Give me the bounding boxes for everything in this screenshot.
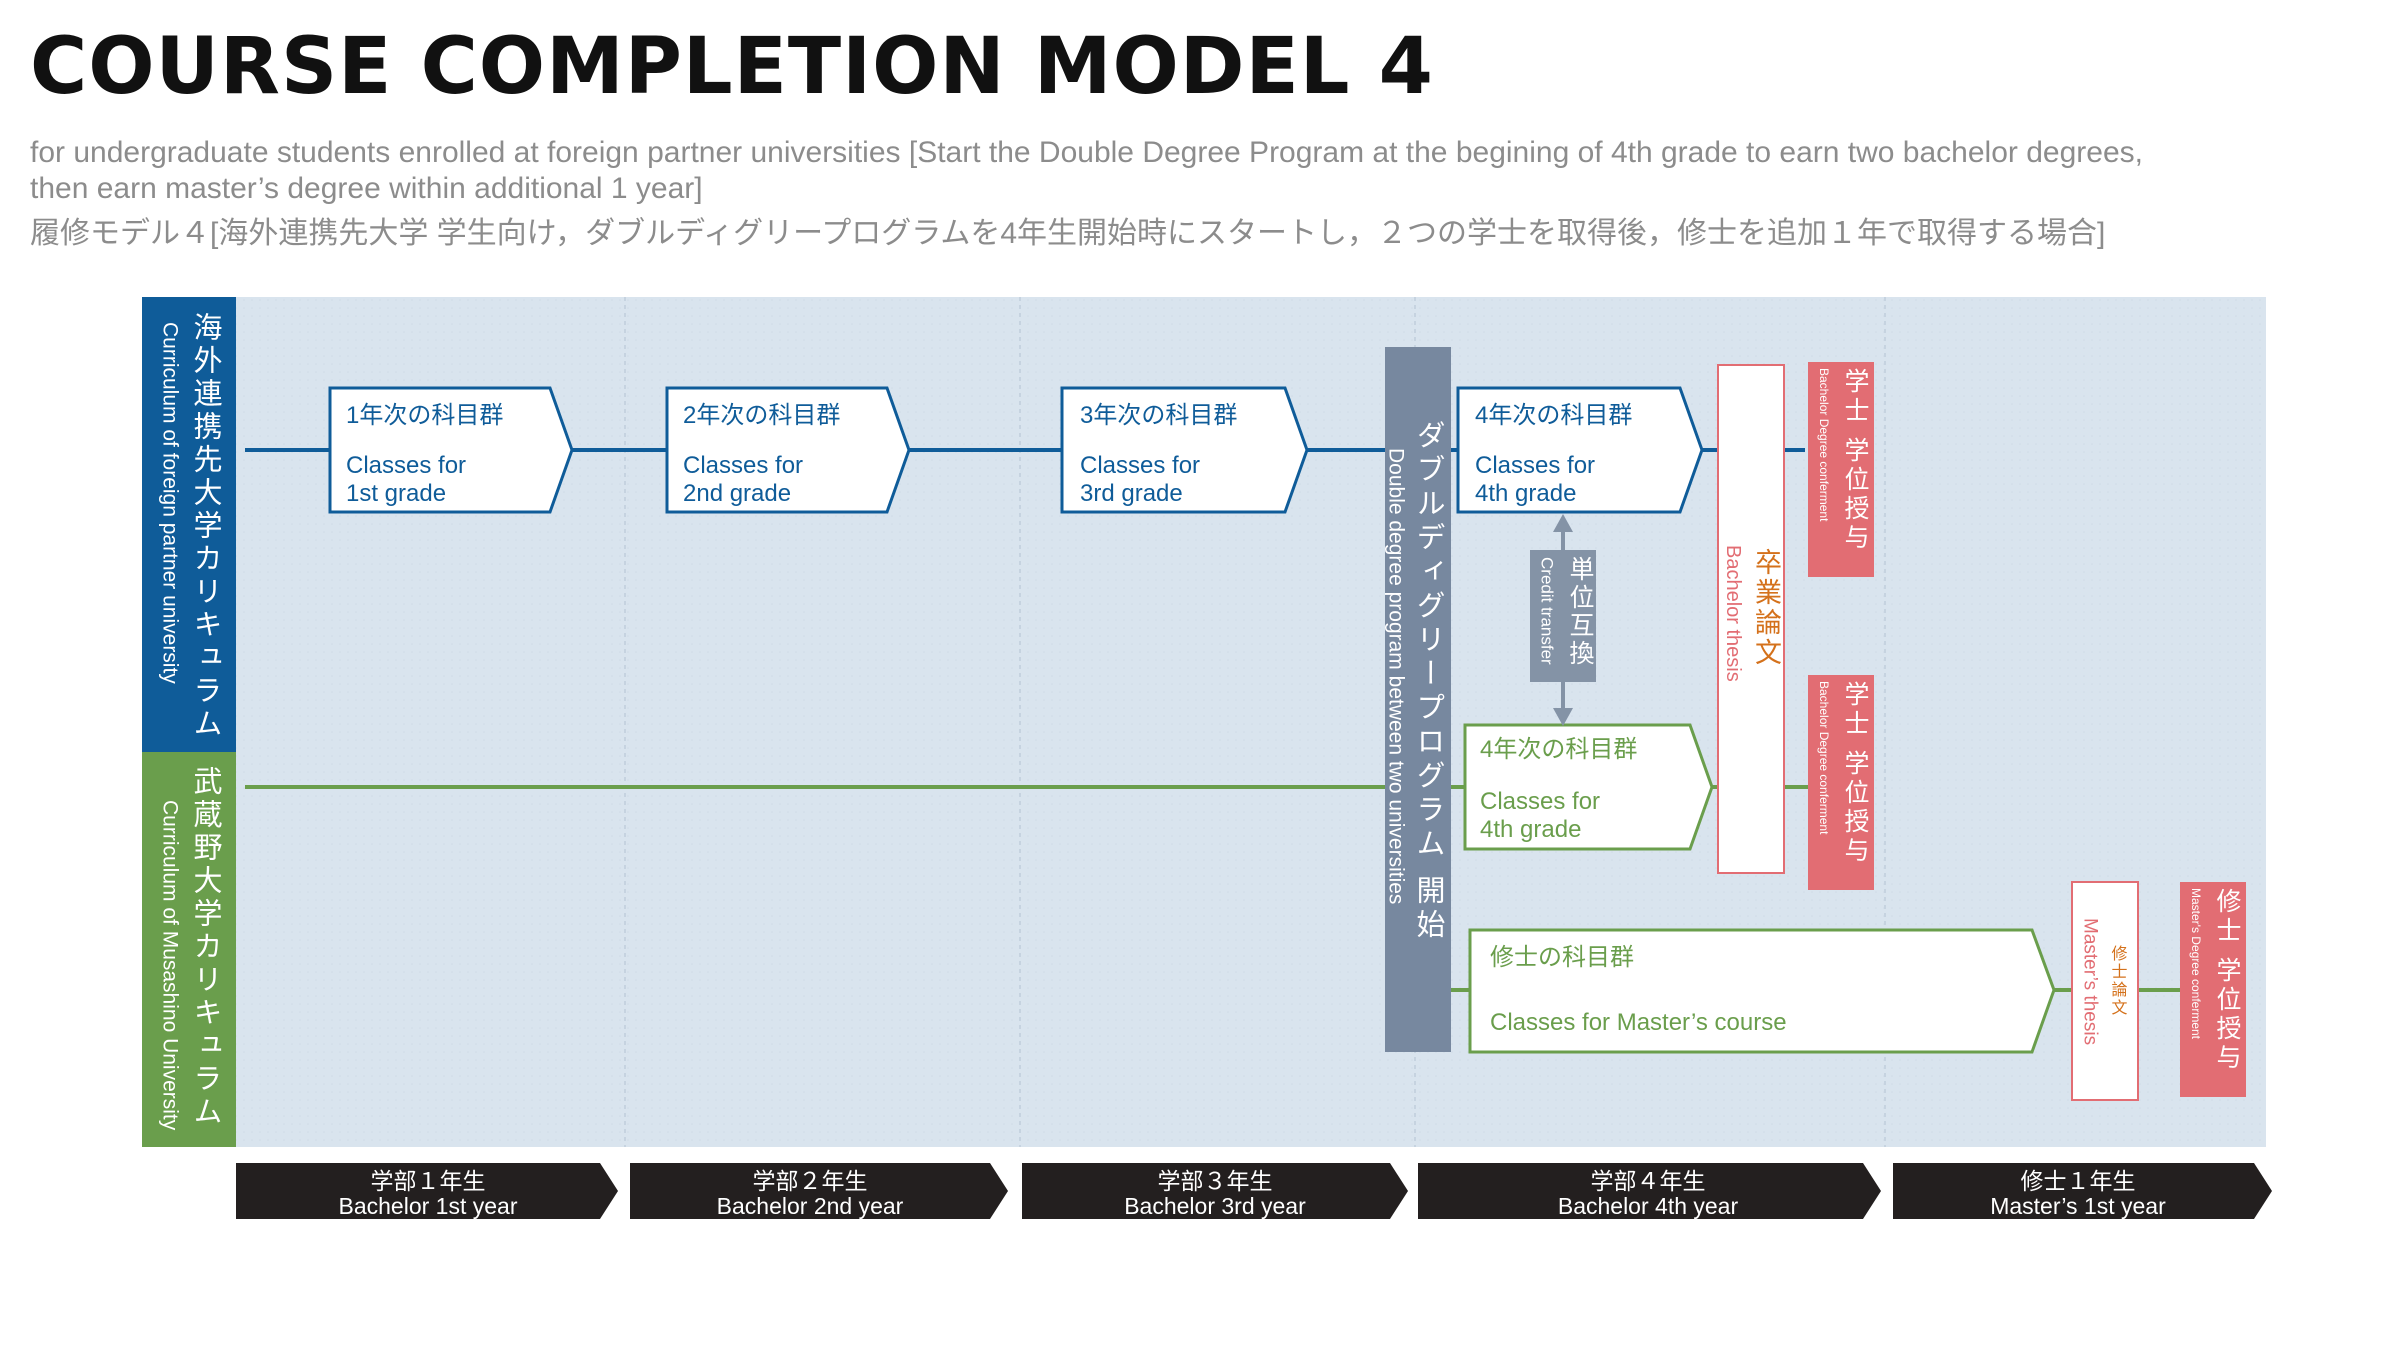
year-arrow-5: 修士１年生 Master’s 1st year bbox=[1893, 1163, 2272, 1219]
svg-text:4年次の科目群: 4年次の科目群 bbox=[1480, 736, 1637, 763]
class-box-3rd-grade: 3年次の科目群 Classes for 3rd grade bbox=[1060, 386, 1309, 514]
svg-text:Bachelor Degree conferment: Bachelor Degree conferment bbox=[1817, 368, 1831, 522]
page-title: COURSE COMPLETION MODEL 4 bbox=[30, 22, 1434, 112]
svg-text:Bachelor 2nd year: Bachelor 2nd year bbox=[717, 1193, 904, 1219]
svg-text:1年次の科目群: 1年次の科目群 bbox=[346, 402, 503, 429]
year-arrow-1: 学部１年生 Bachelor 1st year bbox=[236, 1163, 618, 1219]
subtitle-line2: then earn master’s degree within additio… bbox=[30, 172, 703, 205]
svg-text:Bachelor Degree conferment: Bachelor Degree conferment bbox=[1817, 681, 1831, 835]
svg-text:学部２年生: 学部２年生 bbox=[753, 1168, 868, 1194]
svg-text:4th grade: 4th grade bbox=[1480, 816, 1581, 843]
svg-text:4th grade: 4th grade bbox=[1475, 480, 1576, 507]
svg-text:1st grade: 1st grade bbox=[346, 480, 446, 507]
svg-text:Classes for: Classes for bbox=[1080, 452, 1200, 479]
svg-text:Classes for: Classes for bbox=[683, 452, 803, 479]
svg-text:修士１年生: 修士１年生 bbox=[2021, 1168, 2136, 1194]
svg-text:Bachelor 1st year: Bachelor 1st year bbox=[339, 1193, 518, 1219]
degree-musashino: 学士 学位授与 Bachelor Degree conferment bbox=[1808, 675, 1874, 890]
row-label-foreign-jp: 海外連携先大学カリキュラム bbox=[189, 312, 223, 741]
bachelor-thesis-jp: 卒業論文 bbox=[1751, 548, 1782, 668]
bachelor-thesis-en: Bachelor thesis bbox=[1722, 545, 1744, 682]
double-degree-bar: ダブルディグリープログラム 開始 Double degree program b… bbox=[1385, 347, 1451, 1052]
svg-text:学部３年生: 学部３年生 bbox=[1158, 1168, 1273, 1194]
subtitle-line1: for undergraduate students enrolled at f… bbox=[30, 136, 2143, 169]
svg-text:Bachelor 4th year: Bachelor 4th year bbox=[1558, 1193, 1739, 1219]
row-label-musashino: 武蔵野大学カリキュラム Curriculum of Musashino Univ… bbox=[142, 752, 236, 1147]
double-degree-en: Double degree program between two univer… bbox=[1385, 448, 1408, 904]
class-box-4th-grade-foreign: 4年次の科目群 Classes for 4th grade bbox=[1456, 386, 1704, 514]
master-thesis-jp: 修士論文 bbox=[2109, 945, 2128, 1017]
svg-text:2nd grade: 2nd grade bbox=[683, 480, 791, 507]
svg-text:Classes for Master’s course: Classes for Master’s course bbox=[1490, 1009, 1787, 1036]
credit-transfer-jp: 単位互換 bbox=[1566, 556, 1595, 668]
svg-text:修士 学位授与: 修士 学位授与 bbox=[2213, 888, 2242, 1073]
svg-text:Master’s 1st year: Master’s 1st year bbox=[1990, 1193, 2166, 1219]
svg-text:学士 学位授与: 学士 学位授与 bbox=[1841, 368, 1870, 553]
credit-transfer-en: Credit transfer bbox=[1538, 557, 1557, 665]
subtitle-japanese: 履修モデル４[海外連携先大学 学生向け，ダブルディグリープログラムを4年生開始時… bbox=[30, 217, 2106, 250]
svg-text:2年次の科目群: 2年次の科目群 bbox=[683, 402, 840, 429]
svg-text:学士 学位授与: 学士 学位授与 bbox=[1841, 681, 1870, 866]
svg-text:3年次の科目群: 3年次の科目群 bbox=[1080, 402, 1237, 429]
class-box-1st-grade: 1年次の科目群 Classes for 1st grade bbox=[328, 386, 574, 514]
row-label-musashino-en: Curriculum of Musashino University bbox=[159, 800, 182, 1131]
double-degree-jp: ダブルディグリープログラム 開始 bbox=[1412, 420, 1445, 944]
credit-transfer: 単位互換 Credit transfer bbox=[1530, 514, 1596, 726]
svg-text:Bachelor 3rd year: Bachelor 3rd year bbox=[1124, 1193, 1306, 1219]
class-box-master: 修士の科目群 Classes for Master’s course bbox=[1468, 928, 2056, 1054]
year-arrow-3: 学部３年生 Bachelor 3rd year bbox=[1022, 1163, 1408, 1219]
svg-text:Master's Degree conferment: Master's Degree conferment bbox=[2189, 888, 2203, 1040]
master-thesis: 修士論文 Master’s thesis bbox=[2071, 881, 2139, 1101]
degree-master: 修士 学位授与 Master's Degree conferment bbox=[2180, 882, 2246, 1097]
bachelor-thesis: 卒業論文 Bachelor thesis bbox=[1717, 364, 1785, 874]
svg-text:3rd grade: 3rd grade bbox=[1080, 480, 1183, 507]
year-arrow-4: 学部４年生 Bachelor 4th year bbox=[1418, 1163, 1881, 1219]
svg-text:4年次の科目群: 4年次の科目群 bbox=[1475, 402, 1632, 429]
year-arrow-2: 学部２年生 Bachelor 2nd year bbox=[630, 1163, 1008, 1219]
degree-foreign: 学士 学位授与 Bachelor Degree conferment bbox=[1808, 362, 1874, 577]
row-label-foreign-en: Curriculum of foreign partner university bbox=[159, 322, 182, 684]
svg-text:Classes for: Classes for bbox=[1475, 452, 1595, 479]
class-box-4th-grade-musashino: 4年次の科目群 Classes for 4th grade bbox=[1463, 723, 1714, 851]
svg-text:Classes for: Classes for bbox=[346, 452, 466, 479]
master-thesis-en: Master’s thesis bbox=[2080, 918, 2101, 1045]
svg-text:Classes for: Classes for bbox=[1480, 788, 1600, 815]
svg-text:学部４年生: 学部４年生 bbox=[1591, 1168, 1706, 1194]
svg-text:学部１年生: 学部１年生 bbox=[371, 1168, 486, 1194]
row-label-foreign: 海外連携先大学カリキュラム Curriculum of foreign part… bbox=[142, 297, 236, 752]
svg-text:修士の科目群: 修士の科目群 bbox=[1490, 944, 1634, 971]
row-label-musashino-jp: 武蔵野大学カリキュラム bbox=[189, 766, 223, 1129]
class-box-2nd-grade: 2年次の科目群 Classes for 2nd grade bbox=[665, 386, 911, 514]
